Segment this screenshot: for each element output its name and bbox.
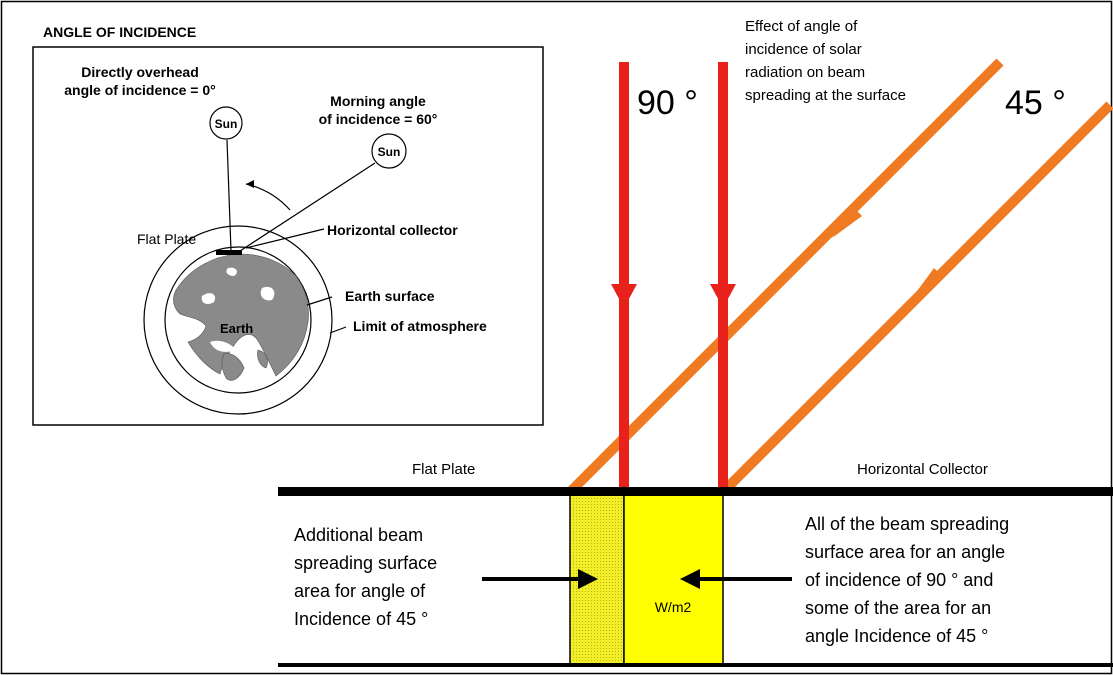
morning-label-line2: of incidence = 60° (319, 111, 438, 127)
earth-holes (201, 267, 275, 352)
right-text-line4: some of the area for an (805, 598, 991, 618)
lower-baseline (278, 663, 1113, 667)
atmosphere-pointer (329, 326, 347, 334)
left-arrow-head (578, 569, 598, 589)
earth-surface-label: Earth surface (345, 288, 435, 304)
earth-surface-pointer (306, 296, 333, 306)
red-arrowhead-left (611, 284, 637, 308)
inset-panel: ANGLE OF INCIDENCE Directly overhead ang… (32, 24, 544, 426)
main-collector-label: Horizontal Collector (857, 461, 988, 478)
left-text-line1: Additional beam (294, 525, 423, 545)
morning-ray (239, 162, 376, 252)
orange-arrowhead-right (912, 268, 942, 298)
main-flat-plate-label: Flat Plate (412, 461, 475, 478)
left-text-line2: spreading surface (294, 553, 437, 573)
angle-90-label: 90 ° (637, 84, 698, 122)
left-text-line4: Incidence of 45 ° (294, 609, 428, 629)
caption-line4: spreading at the surface (745, 87, 906, 104)
unit-label: W/m2 (655, 599, 692, 615)
left-text-line3: area for angle of (294, 581, 426, 601)
overhead-label-line2: angle of incidence = 0° (64, 82, 215, 98)
right-text-line2: surface area for an angle (805, 542, 1005, 562)
inset-flat-plate-label: Flat Plate (137, 231, 196, 247)
orange-beam-left (566, 58, 1004, 496)
angle-45-label: 45 ° (1005, 84, 1066, 122)
caption-line2: incidence of solar (745, 41, 862, 58)
sun-morning-label: Sun (378, 145, 401, 159)
right-arrow-head (680, 569, 700, 589)
inset-heading: ANGLE OF INCIDENCE (43, 24, 196, 40)
inset-flat-plate-bar (216, 250, 242, 255)
orange-beam-right (719, 101, 1113, 496)
collector-pointer (245, 228, 325, 249)
caption-line1: Effect of angle of (745, 18, 858, 35)
caption-line3: radiation on beam (745, 64, 865, 81)
right-text-line3: of incidence of 90 ° and (805, 570, 993, 590)
earth-label: Earth (220, 321, 253, 336)
sun-morning-icon (371, 133, 407, 169)
main-diagram: Effect of angle of incidence of solar ra… (278, 18, 1113, 667)
earth-landmass (173, 253, 309, 381)
overhead-label-line1: Directly overhead (81, 64, 199, 80)
orange-arrowhead-left (832, 208, 862, 238)
right-text-line5: angle Incidence of 45 ° (805, 626, 988, 646)
atmosphere-label: Limit of atmosphere (353, 318, 487, 334)
inset-collector-label: Horizontal collector (327, 222, 458, 238)
red-arrowhead-right (710, 284, 736, 308)
overhead-ray (226, 139, 232, 252)
right-text-line1: All of the beam spreading (805, 514, 1009, 534)
sun-overhead-label: Sun (215, 117, 238, 131)
flat-plate-surface (278, 487, 1113, 496)
morning-label-line1: Morning angle (330, 93, 426, 109)
sun-overhead-icon (209, 106, 243, 140)
angle-arc-arrowhead (246, 180, 254, 188)
